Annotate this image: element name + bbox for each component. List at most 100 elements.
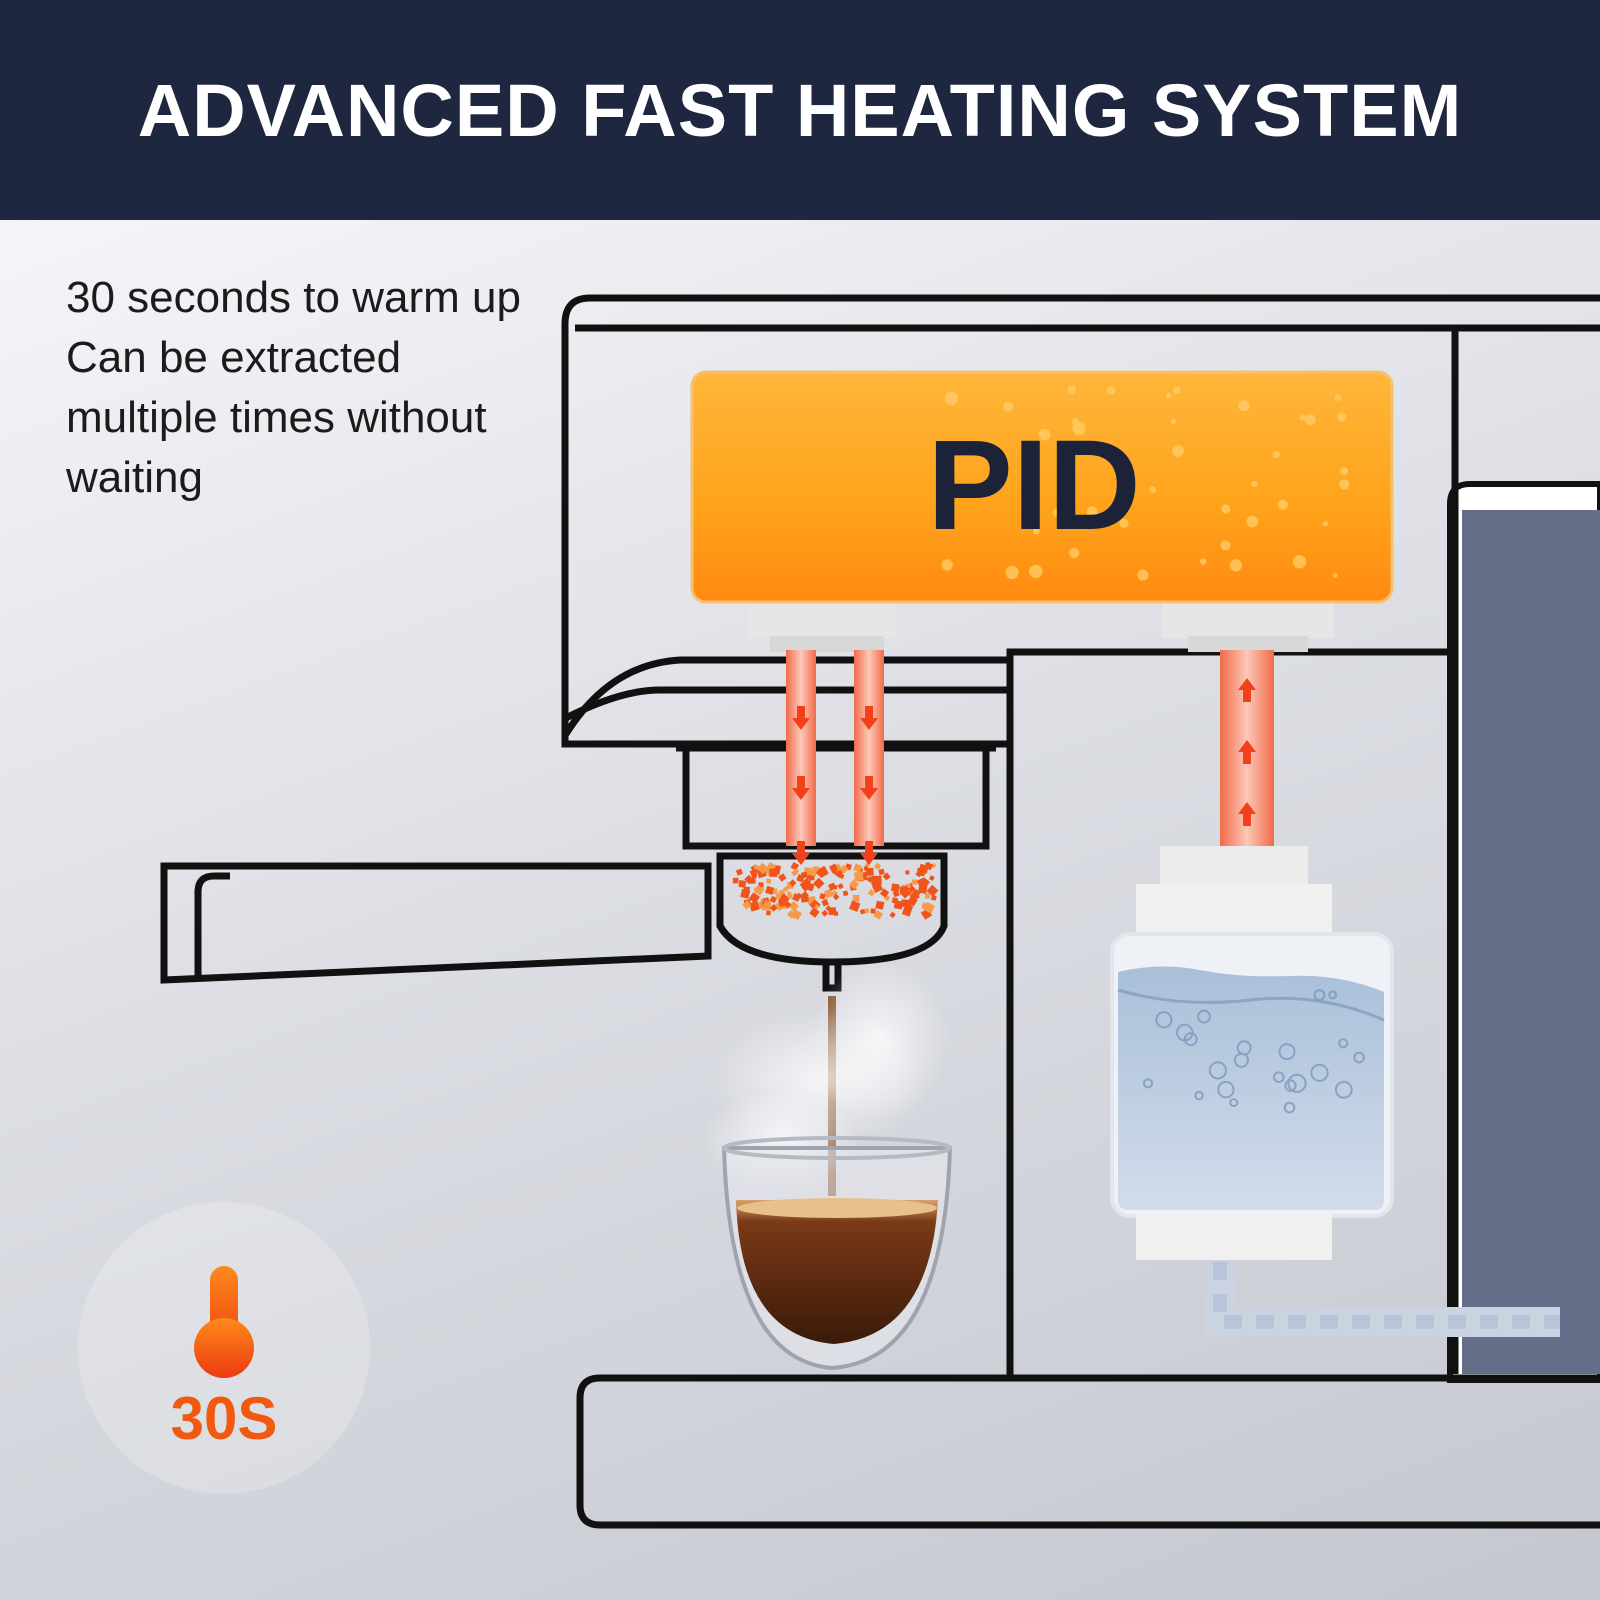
ground-speck [849, 879, 860, 890]
ground-speck [893, 900, 904, 910]
ground-speck [905, 870, 910, 875]
boiler-bubble [1137, 569, 1149, 581]
drip-tray [576, 744, 1600, 1529]
ground-speck [742, 900, 752, 910]
ground-speck [907, 896, 918, 907]
boiler-bubble [1200, 558, 1207, 565]
heating-diagram: 30 seconds to warm up Can be extracted m… [0, 220, 1600, 1600]
water-tank [1110, 846, 1560, 1337]
ground-speck [870, 908, 876, 914]
ground-speck [749, 901, 760, 912]
boiler-bubble [1220, 540, 1231, 551]
water-bubble [1278, 1043, 1296, 1061]
up-arrow [1238, 802, 1256, 826]
ground-speck [889, 911, 896, 919]
ground-speck [853, 863, 863, 873]
boiler-bubble [1246, 515, 1258, 528]
boiler-bubble [1072, 421, 1086, 436]
boiler-bubble [1038, 428, 1051, 441]
ground-speck [800, 871, 808, 879]
boiler-bubble [1229, 559, 1242, 572]
ground-speck [930, 894, 937, 901]
water-bubble [1208, 1061, 1228, 1080]
ground-speck [752, 868, 758, 874]
ground-speck [928, 875, 935, 881]
boiler-bubble [1165, 392, 1172, 399]
ground-speck [788, 901, 799, 912]
ground-speck [766, 878, 772, 884]
boiler-bubble [1003, 401, 1014, 412]
ground-speck [791, 909, 803, 921]
ground-speck [763, 899, 771, 908]
ground-speck [865, 867, 874, 877]
ground-speck [828, 863, 839, 873]
boiler-bubble [1170, 418, 1177, 425]
timer-badge: 30S [78, 1202, 370, 1494]
ground-speck [812, 866, 820, 874]
boiler-bubble [1032, 527, 1040, 535]
ground-speck [838, 873, 845, 879]
ground-speck [748, 892, 761, 904]
boiler-bubble [1292, 555, 1307, 569]
ground-speck [879, 888, 890, 898]
ground-speck [821, 909, 829, 917]
ground-speck [757, 862, 769, 875]
boiler-bubble [1339, 479, 1350, 490]
ground-speck [916, 877, 928, 889]
water-bubble [1313, 989, 1326, 1001]
portafilter [160, 852, 948, 992]
ground-speck [809, 901, 817, 909]
ground-speck [765, 885, 775, 895]
ground-speck [769, 868, 778, 877]
water-bubble [1310, 1063, 1329, 1082]
boiler-bubble [1069, 547, 1080, 559]
ground-speck [882, 872, 891, 881]
ground-speck [892, 890, 900, 898]
machine-head [561, 294, 1600, 1374]
boiler-bubble [1251, 480, 1258, 488]
water-bubble [1287, 1073, 1307, 1093]
boiler-bubble [1119, 518, 1129, 529]
ground-speck [753, 884, 765, 896]
boiler-bubble [1322, 521, 1329, 527]
thermometer-icon [194, 1266, 254, 1378]
ground-speck [911, 889, 921, 899]
down-arrow [860, 776, 878, 800]
ground-speck [769, 895, 778, 904]
ground-speck [778, 873, 787, 882]
output-pipe-1 [786, 650, 816, 846]
water-bubble [1197, 1009, 1211, 1024]
up-heat-arrows [1238, 678, 1256, 826]
ground-speck [833, 911, 839, 916]
ground-speck [778, 898, 787, 907]
ground-speck [828, 882, 837, 891]
ground-speck [853, 871, 864, 882]
ground-speck [809, 869, 818, 877]
feature-description: 30 seconds to warm up Can be extracted m… [66, 273, 521, 502]
ground-speck [791, 869, 798, 877]
ground-speck [873, 910, 884, 920]
ground-speck [852, 895, 860, 902]
ground-speck [789, 879, 797, 887]
ground-speck [782, 886, 789, 893]
water-bubble [1353, 1051, 1365, 1064]
ground-speck [901, 906, 913, 917]
boiler-bubble [1071, 418, 1079, 425]
boiler-bubble [1340, 467, 1349, 475]
water-bubble [1273, 1071, 1285, 1083]
ground-speck [787, 910, 796, 919]
ground-speck [732, 877, 739, 884]
boiler-bubble [1172, 445, 1184, 457]
boiler-bubble [1299, 414, 1307, 421]
ground-speck [819, 893, 826, 900]
up-arrow [1238, 740, 1256, 764]
boiler-bubble [1107, 386, 1116, 395]
output-pipe-2 [854, 650, 884, 846]
left-pipe-fittings [748, 604, 896, 652]
down-arrow [860, 841, 878, 865]
ground-speck [842, 890, 849, 897]
ground-speck [738, 880, 747, 888]
boiler-bubble [1172, 386, 1181, 394]
boiler-bubble [944, 391, 959, 406]
ground-speck [867, 889, 875, 897]
